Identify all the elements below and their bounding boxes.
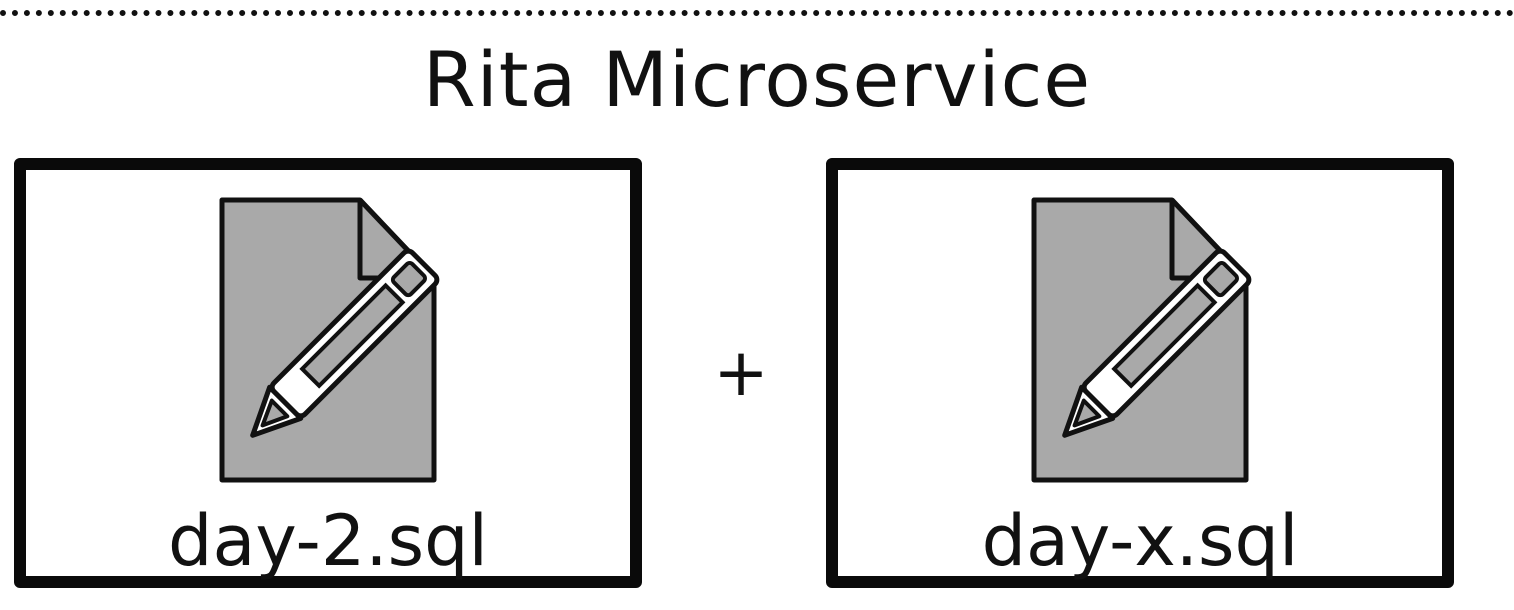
file-edit-icon [1031,197,1252,483]
page-title: Rita Microservice [422,35,1092,124]
file-box-day-x: day-x.sql [826,158,1454,588]
file-edit-icon [219,197,440,483]
file-box-day-2: day-2.sql [14,158,642,588]
file-name: day-2.sql [168,500,488,582]
file-name: day-x.sql [981,500,1299,582]
plus-operator: + [713,334,769,411]
divider [0,10,1514,16]
